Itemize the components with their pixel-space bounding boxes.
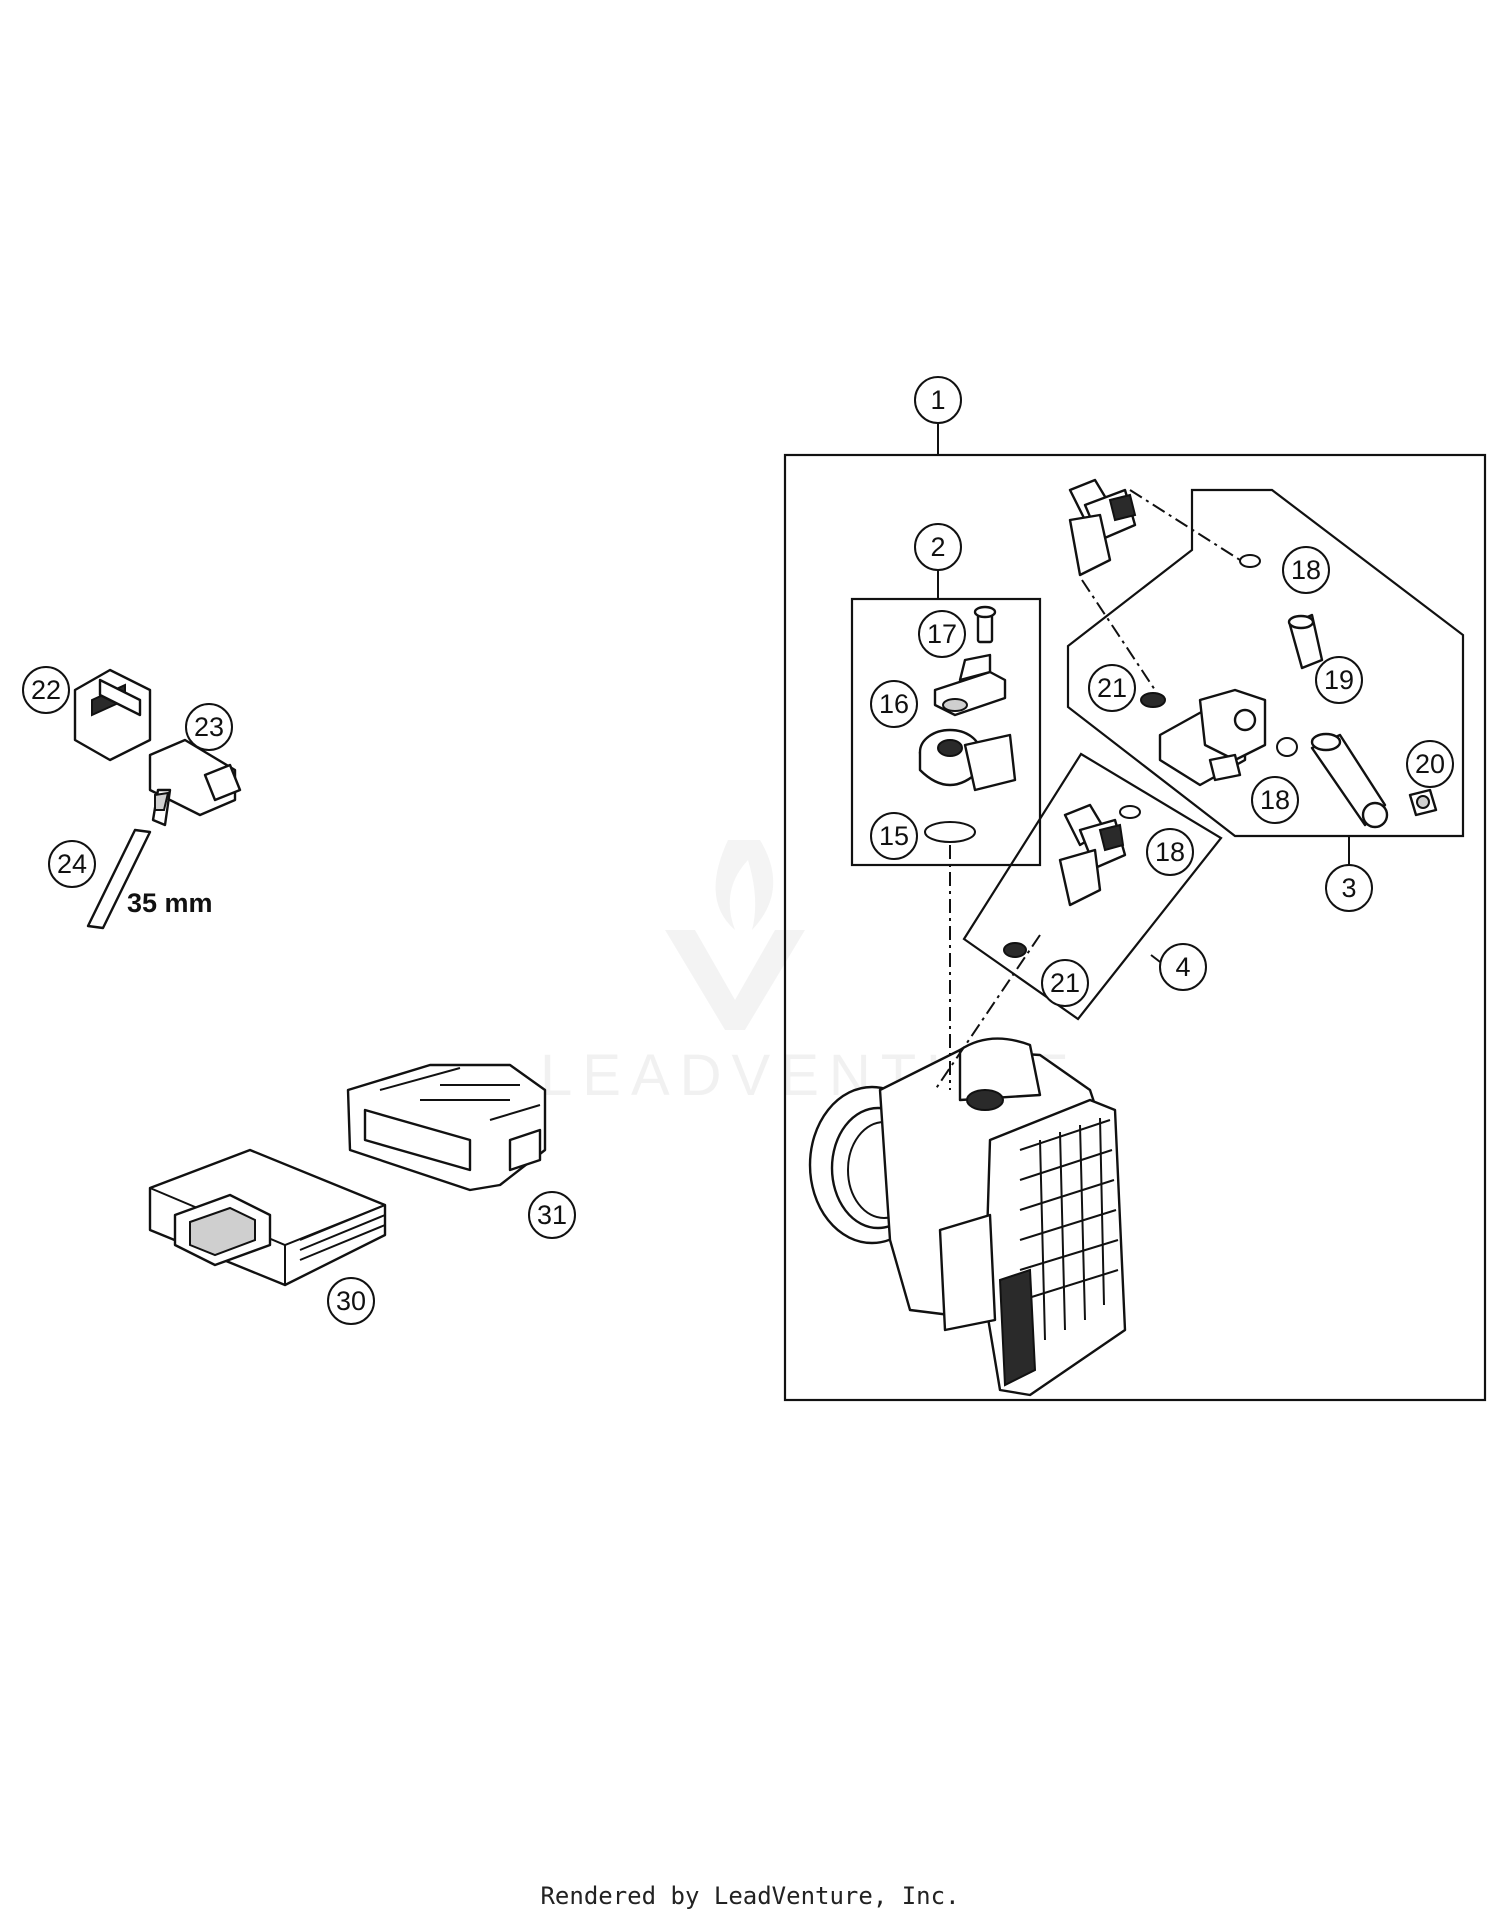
callout-31: 31 xyxy=(528,1191,576,1239)
callout-22-label: 22 xyxy=(31,675,61,705)
callout-19: 19 xyxy=(1315,656,1363,704)
callout-18-a-label: 18 xyxy=(1291,555,1321,585)
hose-length-label: 35 mm xyxy=(127,888,213,918)
callout-18-b: 18 xyxy=(1251,776,1299,824)
callout-2: 2 xyxy=(914,523,962,571)
oring-15 xyxy=(924,821,976,843)
callout-17: 17 xyxy=(918,610,966,658)
footer-credit: Rendered by LeadVenture, Inc. xyxy=(540,1882,960,1910)
connector-22 xyxy=(73,668,152,762)
callout-20: 20 xyxy=(1406,740,1454,788)
callout-21-a-label: 21 xyxy=(1097,673,1127,703)
callout-4: 4 xyxy=(1159,943,1207,991)
sensor-15-body xyxy=(918,728,1017,792)
callout-3: 3 xyxy=(1325,864,1373,912)
oring-21-b xyxy=(1003,942,1027,958)
callout-15-label: 15 xyxy=(879,821,909,851)
oring-18-b xyxy=(1276,737,1298,757)
callout-1-label: 1 xyxy=(930,385,945,415)
fuel-rail xyxy=(1158,688,1267,787)
callout-18-a: 18 xyxy=(1282,546,1330,594)
fitting-20 xyxy=(1310,732,1438,829)
callout-22: 22 xyxy=(22,666,70,714)
callout-2-label: 2 xyxy=(930,532,945,562)
ecu-30 xyxy=(148,1148,387,1287)
callout-18-c-label: 18 xyxy=(1155,837,1185,867)
throttle-body xyxy=(808,1037,1127,1397)
callout-19-label: 19 xyxy=(1324,665,1354,695)
callout-21-b: 21 xyxy=(1041,959,1089,1007)
callout-31-label: 31 xyxy=(537,1200,567,1230)
callout-15: 15 xyxy=(870,812,918,860)
callout-21-a: 21 xyxy=(1088,664,1136,712)
callout-4-label: 4 xyxy=(1175,952,1190,982)
oring-18-a xyxy=(1239,554,1261,568)
callout-16-label: 16 xyxy=(879,689,909,719)
screw-17 xyxy=(973,605,997,644)
callout-3-label: 3 xyxy=(1341,873,1356,903)
callout-21-b-label: 21 xyxy=(1050,968,1080,998)
frame-group-3 xyxy=(1066,488,1465,868)
callout-18-b-label: 18 xyxy=(1260,785,1290,815)
callout-23-label: 23 xyxy=(194,712,224,742)
assembly-lines xyxy=(934,489,1241,1091)
oring-18-c xyxy=(1119,805,1141,819)
callout-24-label: 24 xyxy=(57,849,87,879)
callout-20-label: 20 xyxy=(1415,749,1445,779)
callout-30: 30 xyxy=(327,1277,375,1325)
actuator-ribs xyxy=(1019,1117,1119,1341)
callout-17-label: 17 xyxy=(927,619,957,649)
callout-23: 23 xyxy=(185,703,233,751)
oring-21-a xyxy=(1140,692,1166,708)
hose-24 xyxy=(86,828,152,930)
callout-30-label: 30 xyxy=(336,1286,366,1316)
injector-lower xyxy=(1058,803,1127,907)
ecu-cover-31 xyxy=(346,1063,547,1192)
sensor-23 xyxy=(148,738,242,827)
frame-group-1 xyxy=(783,420,1487,1402)
callout-24: 24 xyxy=(48,840,96,888)
callout-16: 16 xyxy=(870,680,918,728)
callout-18-c: 18 xyxy=(1146,828,1194,876)
injector-upper xyxy=(1068,478,1137,577)
pin-19 xyxy=(1287,613,1324,670)
bracket-16 xyxy=(933,653,1007,717)
frame-group-2 xyxy=(850,566,1042,867)
callout-1: 1 xyxy=(914,376,962,424)
